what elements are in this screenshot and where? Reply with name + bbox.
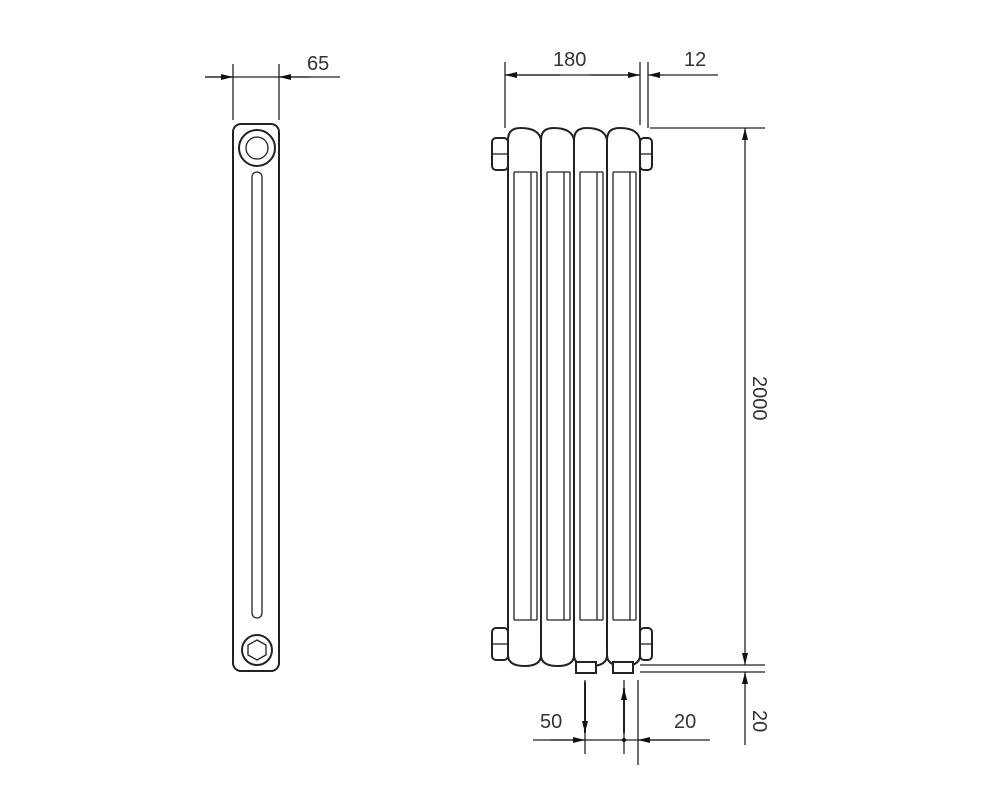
- side-view: [232, 123, 280, 672]
- radiator-column: [540, 126, 575, 668]
- width-dimension: 180: [504, 49, 641, 128]
- radiator-column: [573, 126, 608, 668]
- pipe-dimensions: 50 20: [533, 680, 710, 765]
- front-view: [491, 126, 653, 668]
- bottom-clearance-label: 20: [748, 710, 770, 732]
- offset-label: 12: [684, 49, 706, 71]
- top-connection-icon: [238, 129, 276, 167]
- depth-label: 65: [307, 53, 329, 75]
- bottom-connection-icon: [241, 634, 273, 666]
- bottom-clearance-dimension: 20: [742, 672, 770, 745]
- outlet-pipe: [575, 661, 597, 674]
- width-label: 180: [553, 49, 586, 71]
- pipe-offset-label: 20: [674, 711, 696, 733]
- height-dimension: 2000: [640, 127, 770, 673]
- depth-dimension: 65: [205, 53, 340, 120]
- radiator-column: [507, 126, 542, 668]
- pipe-spacing-label: 50: [540, 711, 562, 733]
- offset-dimension: 12: [647, 49, 718, 128]
- inlet-pipe: [612, 661, 634, 674]
- radiator-column: [606, 126, 641, 668]
- height-label: 2000: [748, 376, 770, 421]
